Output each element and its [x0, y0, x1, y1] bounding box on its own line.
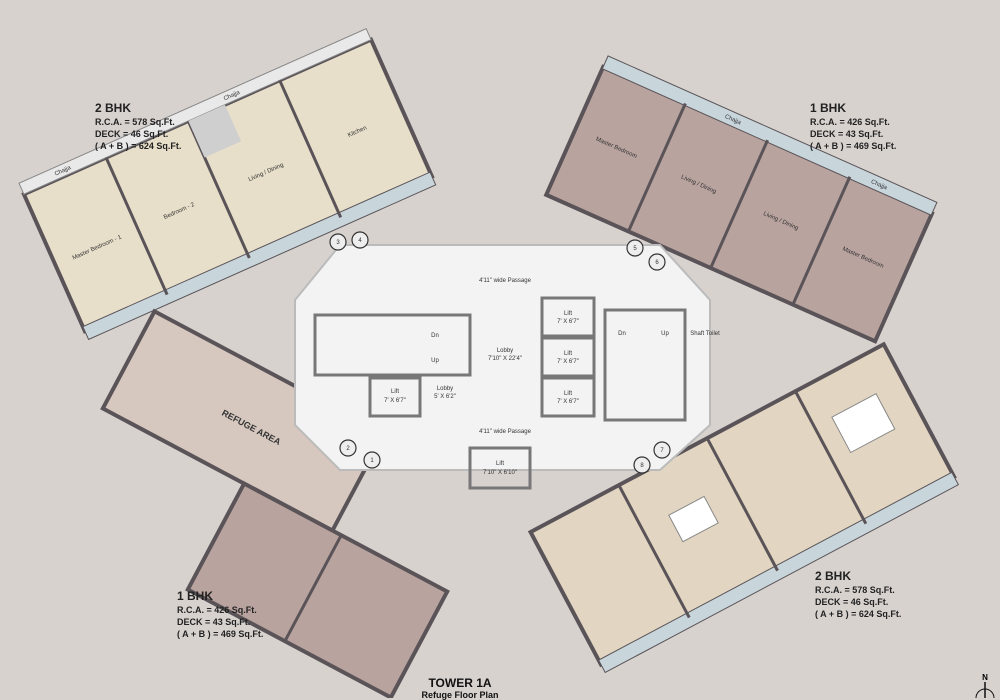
unit-type: 1 BHK	[177, 589, 214, 603]
passage-label: 4'11" wide Passage	[479, 429, 532, 435]
wing-2bhk-bottom-right	[527, 341, 960, 674]
lift-size: 7' X 6'7"	[557, 359, 579, 365]
unit-deck: DECK = 43 Sq.Ft.	[177, 617, 251, 627]
lift-size: 7'10" X 6'10"	[483, 470, 517, 476]
lift-label: Lift	[564, 311, 572, 317]
stair-up: Up	[661, 331, 669, 337]
stair-dn: Dn	[618, 331, 626, 337]
lobby-label: Lobby	[437, 386, 453, 392]
unit-deck: DECK = 43 Sq.Ft.	[810, 129, 884, 139]
core: 4'11" wide Passage 4'11" wide Passage Dn…	[294, 244, 720, 490]
lobby-size: 7'10" X 22'4"	[488, 356, 522, 362]
unit-total: ( A + B ) = 469 Sq.Ft.	[810, 141, 897, 151]
unit-number: 2	[346, 446, 350, 452]
plan-subtitle: Refuge Floor Plan	[421, 690, 499, 700]
lift-label: Lift	[496, 461, 504, 467]
unit-type: 2 BHK	[815, 569, 852, 583]
lift-label: Lift	[564, 351, 572, 357]
lift-size: 7' X 6'7"	[557, 319, 579, 325]
north-label: N	[982, 673, 988, 682]
unit-number: 5	[633, 246, 637, 252]
unit-rca: R.C.A. = 578 Sq.Ft.	[95, 117, 175, 127]
unit-deck: DECK = 46 Sq.Ft.	[815, 597, 889, 607]
passage-label: 4'11" wide Passage	[479, 278, 532, 284]
unit-number: 6	[655, 260, 659, 266]
unit-rca: R.C.A. = 578 Sq.Ft.	[815, 585, 895, 595]
unit-total: ( A + B ) = 469 Sq.Ft.	[177, 629, 264, 639]
unit-info-1bhk-top: 1 BHK R.C.A. = 426 Sq.Ft. DECK = 43 Sq.Ft.…	[810, 101, 896, 152]
north-arrow-icon: N	[975, 673, 995, 698]
stair-dn: Dn	[431, 333, 439, 339]
lobby-label: Lobby	[497, 348, 513, 354]
lobby-size: 5' X 6'2"	[434, 394, 456, 400]
unit-info-2bhk-bottom: 2 BHK R.C.A. = 578 Sq.Ft. DECK = 46 Sq.Ft.…	[815, 569, 901, 620]
lift-size: 7' X 6'7"	[384, 398, 406, 404]
wing-1bhk-top-right: Chajja Chajja Master Bedroom Living / Di…	[543, 55, 938, 344]
unit-number-labels: 1 2 3 4 5 6 7 8	[336, 238, 664, 469]
unit-type: 1 BHK	[810, 101, 847, 115]
unit-info-2bhk-top: 2 BHK R.C.A. = 578 Sq.Ft. DECK = 46 Sq.Ft.…	[95, 101, 181, 152]
unit-number: 7	[660, 448, 664, 454]
unit-total: ( A + B ) = 624 Sq.Ft.	[95, 141, 182, 151]
unit-rca: R.C.A. = 426 Sq.Ft.	[810, 117, 890, 127]
lift-size: 7' X 6'7"	[557, 399, 579, 405]
unit-total: ( A + B ) = 624 Sq.Ft.	[815, 609, 902, 619]
unit-deck: DECK = 46 Sq.Ft.	[95, 129, 169, 139]
unit-number: 3	[336, 240, 340, 246]
tower-title: TOWER 1A	[428, 676, 492, 690]
unit-number: 1	[370, 458, 374, 464]
unit-info-1bhk-bottom: 1 BHK R.C.A. = 426 Sq.Ft. DECK = 43 Sq.Ft.…	[177, 589, 263, 640]
wing-2bhk-top-left: Chajja Chajja Master Bedroom - 1 Bedroom…	[18, 28, 437, 341]
shaft-label: Shaft Toilet	[690, 331, 720, 337]
unit-type: 2 BHK	[95, 101, 132, 115]
lift-label: Lift	[564, 391, 572, 397]
unit-numbers	[329, 231, 671, 474]
lift-label: Lift	[391, 389, 399, 395]
unit-number: 4	[358, 238, 362, 244]
unit-number: 8	[640, 463, 644, 469]
unit-rca: R.C.A. = 426 Sq.Ft.	[177, 605, 257, 615]
wing-refuge-bottom-left: REFUGE AREA	[100, 308, 450, 698]
stair-up: Up	[431, 358, 439, 364]
